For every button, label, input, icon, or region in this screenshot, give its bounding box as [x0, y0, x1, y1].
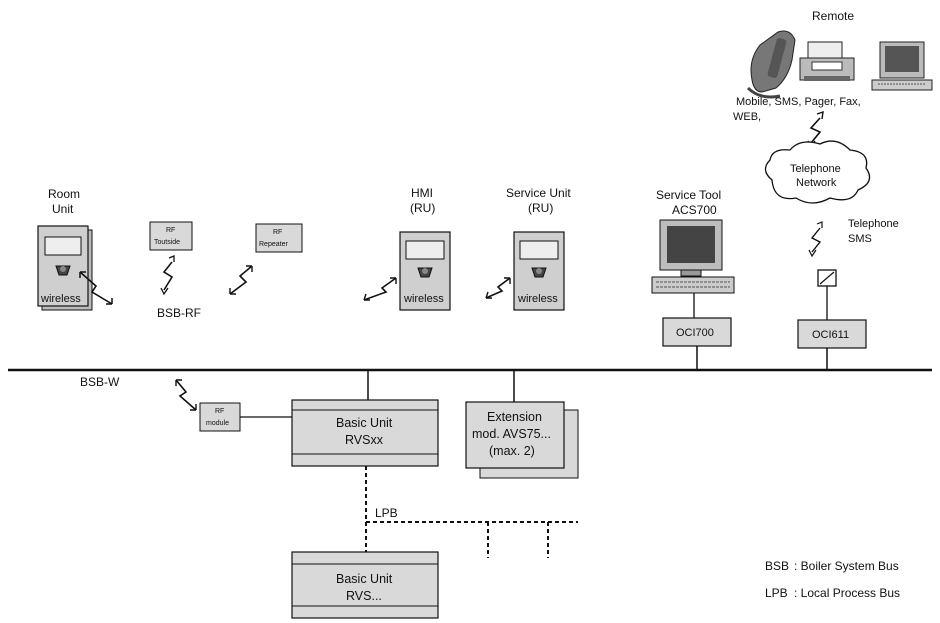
telephone-network-cloud-icon — [764, 140, 871, 204]
lpb-label: LPB — [375, 506, 398, 520]
basic-unit-rvs-line1: Basic Unit — [336, 572, 393, 586]
telephone-network-line2: Network — [796, 177, 837, 189]
oci611-box — [797, 319, 867, 349]
remote-label: Remote — [812, 9, 854, 23]
legend-lpb-abbr: LPB — [765, 586, 788, 600]
wireless-link-icon — [809, 117, 822, 144]
hmi-line1: HMI — [411, 186, 433, 200]
bsb-rf-label: BSB-RF — [157, 306, 201, 320]
extension-line3: (max. 2) — [489, 444, 535, 458]
oci611-label: OCI611 — [812, 329, 849, 341]
service-unit-line1: Service Unit — [506, 186, 571, 200]
bsb-w-label: BSB-W — [80, 375, 120, 389]
rf-outside-box — [149, 221, 193, 251]
remote-computer-icon — [871, 41, 933, 91]
basic-unit-rvs-box — [291, 551, 439, 619]
room-unit-line2: Unit — [52, 202, 74, 216]
mobile-phone-icon — [746, 30, 796, 99]
hmi-device — [399, 231, 451, 311]
service-tool-computer-icon — [651, 219, 735, 294]
service-tool-line1: Service Tool — [656, 188, 721, 202]
room-unit-device — [37, 225, 93, 311]
extension-line2: mod. AVS75... — [472, 427, 551, 441]
hmi-wireless-label: wireless — [403, 293, 444, 305]
basic-unit-rvs-line2: RVS... — [346, 589, 382, 603]
legend-bsb-text: : Boiler System Bus — [794, 559, 899, 573]
room-unit-line1: Room — [48, 187, 80, 201]
extension-module-box — [465, 401, 565, 469]
basic-unit-rvsxx-line1: Basic Unit — [336, 416, 393, 430]
remote-services-line1: Mobile, SMS, Pager, Fax, — [736, 96, 861, 108]
rf-outside-line2: Toutside — [154, 239, 180, 246]
service-unit-wireless-label: wireless — [517, 293, 558, 305]
rf-module-line2: module — [206, 420, 229, 427]
telephone-network-line1: Telephone — [790, 163, 841, 175]
extension-line1: Extension — [487, 410, 542, 424]
service-unit-line2: (RU) — [528, 201, 553, 215]
rf-repeater-line2: Repeater — [259, 241, 288, 248]
remote-services-line2: WEB, — [733, 111, 761, 123]
telephone-sms-line1: Telephone — [848, 218, 899, 230]
legend-lpb-text: : Local Process Bus — [794, 586, 900, 600]
service-unit-device — [513, 231, 565, 311]
rf-repeater-box — [255, 223, 303, 253]
legend-bsb-abbr: BSB — [765, 559, 789, 573]
room-unit-wireless-label: wireless — [40, 293, 81, 305]
rf-module-line1: RF — [215, 408, 224, 415]
telephone-sms-line2: SMS — [848, 233, 872, 245]
fax-machine-icon — [799, 41, 855, 81]
basic-unit-rvsxx-line2: RVSxx — [345, 433, 384, 447]
service-tool-line2: ACS700 — [672, 203, 717, 217]
hmi-line2: (RU) — [410, 201, 435, 215]
basic-unit-rvsxx-box — [291, 399, 439, 467]
rf-outside-line1: RF — [166, 227, 175, 234]
oci700-label: OCI700 — [676, 327, 714, 339]
rf-repeater-line1: RF — [273, 229, 282, 236]
